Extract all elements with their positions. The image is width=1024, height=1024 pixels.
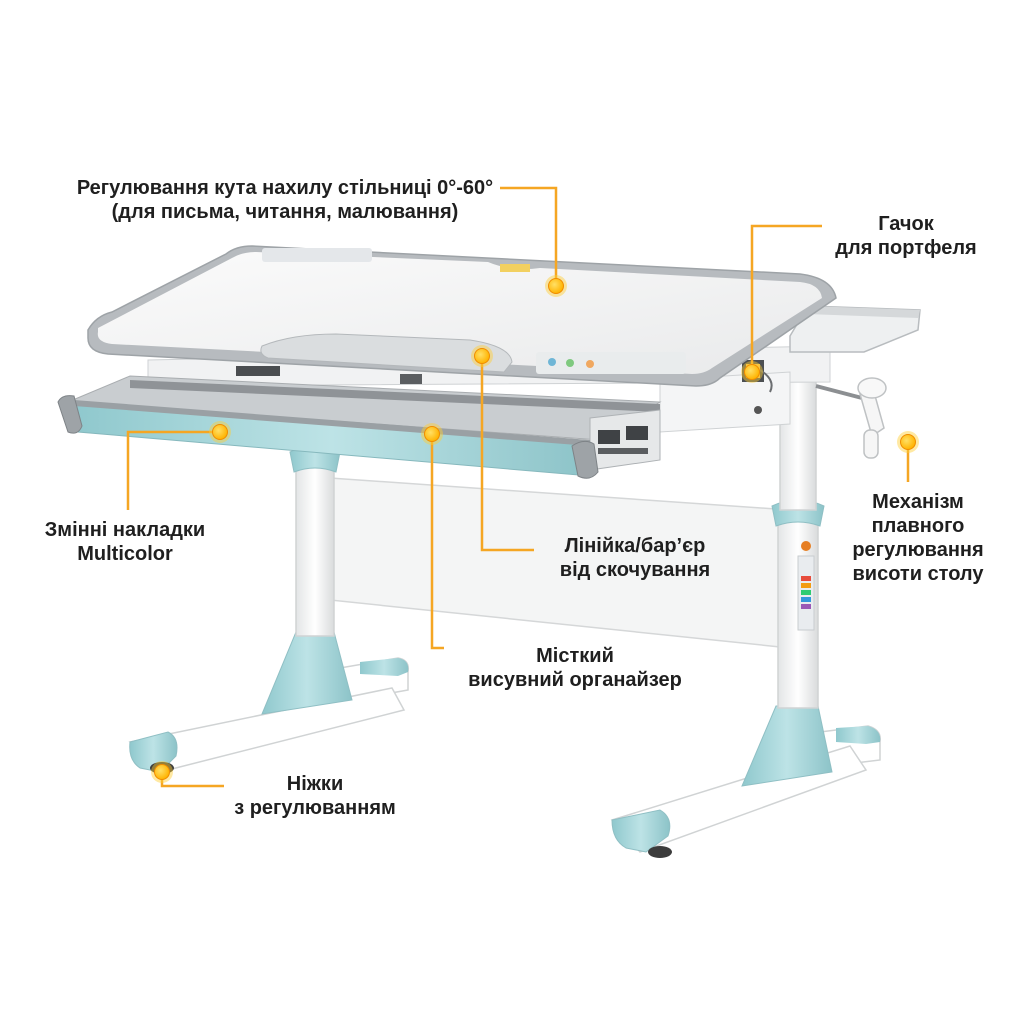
marker-hook [741,361,763,383]
callout-line-organizer [430,434,444,650]
callout-mechanism-line4: висоти столу [852,563,984,585]
callout-ruler-line1: Лінійка/бар’єр [564,535,706,557]
callout-line-ruler [480,356,534,552]
marker-organizer [421,423,443,445]
callout-overlays: Змінні накладки Multicolor [20,518,230,566]
callout-tilt-line2: (для письма, читання, малювання) [111,201,459,223]
callout-mechanism-line2: плавного [871,515,965,537]
marker-tilt [545,275,567,297]
callout-ruler-line2: від скочування [559,559,711,581]
marker-overlays [209,421,231,443]
callout-overlays-line2: Multicolor [77,543,173,565]
tabletop [87,245,837,387]
marker-feet [151,761,173,783]
right-leg [610,377,881,858]
callout-tilt: Регулювання кута нахилу стільниці 0°-60°… [30,176,540,224]
callout-line-tilt [500,186,558,286]
callout-ruler: Лінійка/бар’єр від скочування [540,534,730,582]
callout-feet-line2: з регулюванням [234,797,396,819]
callout-organizer: Місткий висувний органайзер [450,644,700,692]
callout-mechanism-line3: регулювання [852,539,984,561]
drawer-organizer [57,375,662,479]
crank-handle [815,377,887,459]
callout-line-overlays [126,430,220,510]
callout-hook: Гачок для портфеля [826,212,986,260]
callout-organizer-line1: Місткий [536,645,614,667]
callout-mechanism-line1: Механізм [872,491,964,513]
callout-markers [151,275,919,783]
callout-overlays-line1: Змінні накладки [44,519,206,541]
callout-feet: Ніжки з регулюванням [230,772,400,820]
callout-hook-line2: для портфеля [835,237,977,259]
side-shelf [789,305,921,353]
callout-hook-line1: Гачок [878,213,934,235]
callout-organizer-line2: висувний органайзер [468,669,682,691]
callout-feet-line1: Ніжки [286,773,344,795]
callout-line-hook [750,224,822,372]
callout-tilt-line1: Регулювання кута нахилу стільниці 0°-60° [76,177,494,199]
callout-mechanism: Механізм плавного регулювання висоти сто… [838,490,998,586]
marker-mechanism [897,431,919,453]
marker-ruler [471,345,493,367]
left-leg [128,445,410,774]
